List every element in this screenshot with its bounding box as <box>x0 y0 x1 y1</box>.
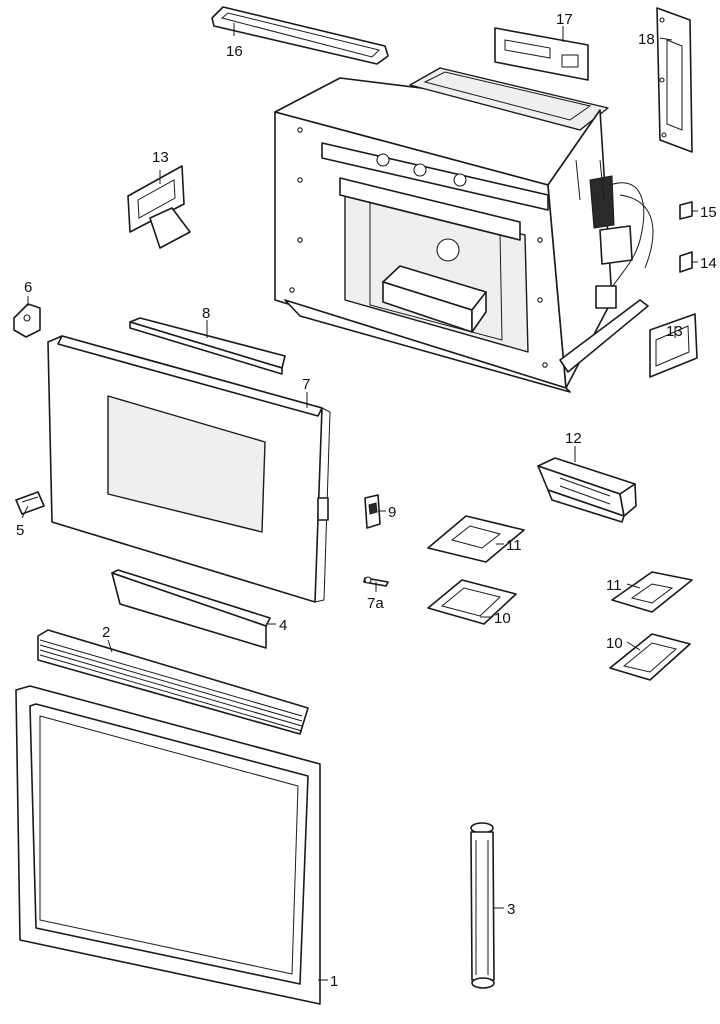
part-17-vent-plate <box>494 27 589 81</box>
callout-13-right: 13 <box>666 323 683 340</box>
callout-labels: 16 17 18 13 15 14 13 6 8 7 5 9 7a 12 11 … <box>16 11 717 990</box>
callout-7: 7 <box>302 376 310 393</box>
part-3-vertical-post <box>470 822 495 989</box>
callout-13-upper: 13 <box>152 149 169 166</box>
callout-16: 16 <box>226 43 243 60</box>
part-14-clip <box>679 251 693 273</box>
part-12-burner-basket <box>537 457 637 523</box>
part-6-hinge <box>13 303 41 338</box>
callout-3: 3 <box>507 901 515 918</box>
callout-18: 18 <box>638 31 655 48</box>
part-9-latch <box>364 494 381 529</box>
callout-9: 9 <box>388 504 396 521</box>
callout-5: 5 <box>16 522 24 539</box>
part-11-plate-right <box>611 571 693 613</box>
callout-10-center: 10 <box>494 610 511 627</box>
part-5-hinge <box>15 491 45 515</box>
part-18-side-bracket <box>656 7 693 153</box>
main-housing <box>274 67 654 393</box>
callout-8: 8 <box>202 305 210 322</box>
callout-11-center: 11 <box>506 537 522 554</box>
part-11-plate-center <box>427 515 525 563</box>
part-10-gasket-right <box>609 633 691 681</box>
part-13-side-plate <box>649 313 698 378</box>
callout-4: 4 <box>279 617 287 634</box>
callout-7a: 7a <box>367 595 384 612</box>
part-13-bracket-upper <box>127 165 191 249</box>
callout-6: 6 <box>24 279 32 296</box>
part-4-bottom-rail <box>111 569 271 649</box>
part-7-door <box>47 335 331 603</box>
callout-10-right: 10 <box>606 635 623 652</box>
part-8-door-trim <box>129 317 286 375</box>
callout-14: 14 <box>700 255 717 272</box>
part-1-outer-frame <box>15 685 321 1005</box>
callout-1: 1 <box>330 973 338 990</box>
part-16-top-gasket <box>211 6 389 65</box>
callout-11-right: 11 <box>606 577 622 594</box>
leader-lines <box>21 23 698 981</box>
callout-12: 12 <box>565 430 582 447</box>
part-15-clip <box>679 201 693 220</box>
part-2-louver-grille <box>37 629 309 735</box>
callout-17: 17 <box>556 11 573 28</box>
callout-15: 15 <box>700 204 717 221</box>
part-10-gasket-center <box>427 579 517 625</box>
callout-2: 2 <box>102 624 110 641</box>
